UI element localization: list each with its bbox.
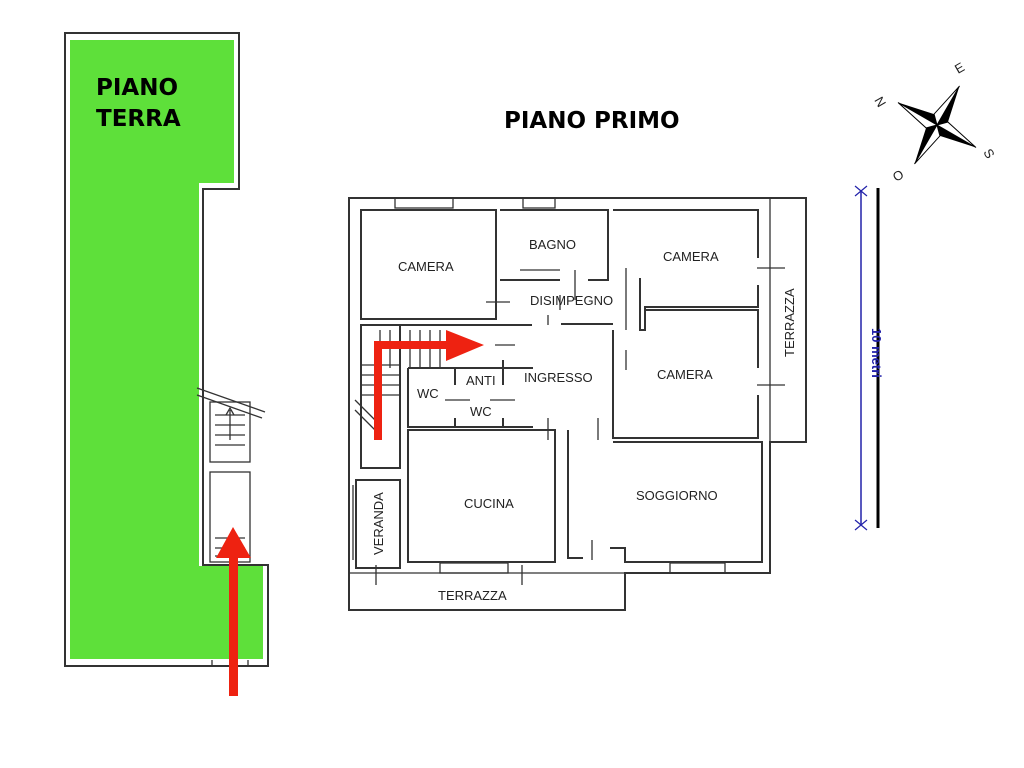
- ground-entry-arrow: [216, 527, 251, 696]
- first-floor-title: PIANO PRIMO: [504, 108, 680, 134]
- room-disimpegno: DISIMPEGNO: [530, 293, 613, 308]
- compass-s: S: [980, 146, 997, 161]
- ground-floor-title-line2: TERRA: [96, 106, 181, 132]
- compass-o: O: [890, 167, 906, 185]
- ground-floor-title-line1: PIANO: [96, 75, 178, 101]
- ground-floor-plan: PIANO TERRA: [64, 32, 269, 696]
- room-anti: ANTI: [466, 373, 496, 388]
- compass-rose-icon: [897, 85, 977, 165]
- room-bagno: BAGNO: [529, 237, 576, 252]
- room-camera-mid-right: CAMERA: [657, 367, 713, 382]
- room-wc-2: WC: [470, 404, 492, 419]
- room-terrazza-right: TERRAZZA: [782, 288, 797, 357]
- first-floor-plan: [348, 197, 807, 611]
- scale-bar: 10 metri: [854, 185, 884, 531]
- room-veranda: VERANDA: [371, 492, 386, 555]
- room-camera-top-left: CAMERA: [398, 259, 454, 274]
- room-camera-top-right: CAMERA: [663, 249, 719, 264]
- room-wc-1: WC: [417, 386, 439, 401]
- first-floor-entry-arrow: [374, 330, 484, 440]
- compass-n: N: [871, 94, 889, 110]
- room-ingresso: INGRESSO: [524, 370, 593, 385]
- room-soggiorno: SOGGIORNO: [636, 488, 718, 503]
- room-terrazza-bottom: TERRAZZA: [438, 588, 507, 603]
- first-floor-labels: CAMERA BAGNO CAMERA DISIMPEGNO INGRESSO …: [371, 237, 797, 603]
- compass-e: E: [952, 59, 967, 76]
- room-cucina: CUCINA: [464, 496, 514, 511]
- scale-label: 10 metri: [869, 328, 884, 378]
- ground-floor-area: [70, 40, 263, 659]
